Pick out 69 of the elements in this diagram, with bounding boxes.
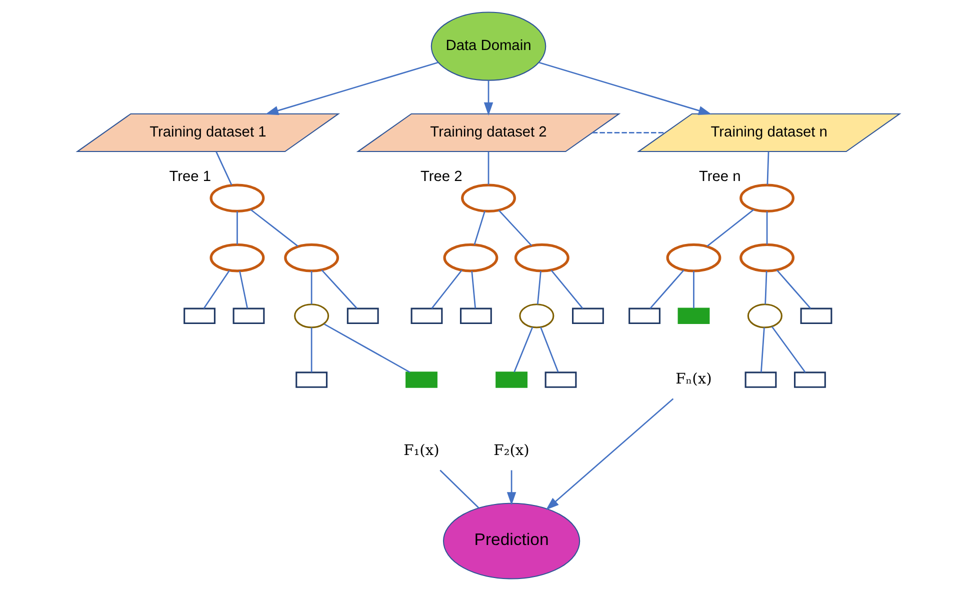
node-ellipse [209,243,264,272]
node-ellipse: Data Domain [430,12,546,81]
arrow [264,62,438,116]
node-box [495,372,527,388]
node-ellipse [666,243,721,272]
connector [238,270,248,308]
connector [770,326,806,373]
node-box [572,308,604,324]
node-label: Tree 2 [420,169,462,186]
node-box [410,308,442,324]
node-circle [746,304,782,328]
node-circle [294,304,329,328]
node-label: Tree n [698,169,740,186]
node-ellipse [284,243,339,272]
connector [550,270,583,309]
node-ellipse [460,184,516,213]
node-box [544,372,576,388]
node-box [405,372,437,388]
connector [215,151,232,186]
connector [706,208,754,247]
connector [766,152,769,185]
node-box [800,308,832,324]
node-box [677,308,710,324]
node-ellipse [739,243,794,272]
node-ellipse: Prediction [442,502,580,580]
connector [487,152,489,185]
connector [649,270,684,309]
node-box [628,308,660,324]
node-box [295,372,328,388]
connector [776,270,811,309]
node-box [346,308,378,324]
connector [592,132,665,134]
connector [250,208,298,247]
node-box [459,308,492,324]
node-box [232,308,264,324]
connector [513,326,533,372]
connector [236,211,238,245]
connector [536,270,541,304]
connector [439,470,479,508]
node-text: Fₙ(x) [675,370,712,388]
connector [202,270,230,309]
connector [692,271,694,308]
connector [760,327,764,372]
connector [320,269,357,309]
node-text: F₁(x) [403,442,439,459]
node-box [183,308,215,324]
node-label: Tree 1 [168,169,210,186]
node-ellipse [739,184,794,213]
connector [766,211,768,245]
connector [323,323,410,373]
arrow [545,398,674,510]
connector [764,270,767,304]
node-ellipse [442,243,498,272]
connector [470,270,476,308]
connector [310,271,312,304]
node-ellipse [514,243,569,272]
node-ellipse [209,184,264,213]
node-text: F₂(x) [493,442,529,459]
arrow [506,470,516,506]
node-box [744,372,776,388]
arrow [483,80,493,116]
arrow [538,62,712,116]
node-box [793,372,826,388]
connector [498,210,532,246]
connector [473,210,485,246]
connector [310,327,312,372]
connector [540,326,558,372]
connector [430,270,462,309]
node-circle [518,304,554,328]
